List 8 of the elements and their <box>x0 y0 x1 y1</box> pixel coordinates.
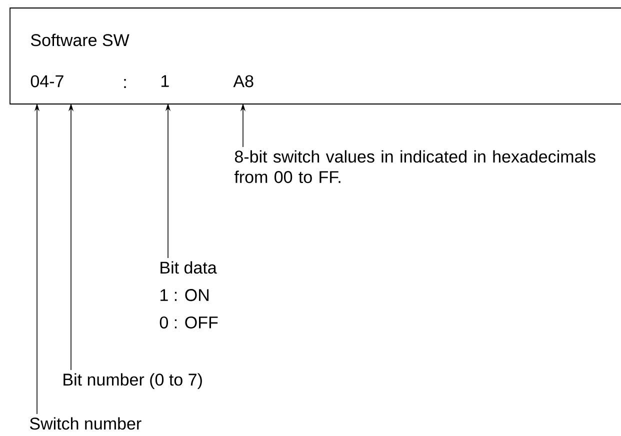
separator-text: : <box>124 79 126 88</box>
annotation-text: Switch number <box>30 417 142 430</box>
value-text: 04-7 <box>30 75 64 88</box>
value-text: A8 <box>233 75 254 88</box>
annotation-text: Bit number (0 to 7) <box>64 373 202 390</box>
annotation-text: Bit data 1 : ON 0 : OFF <box>160 261 218 328</box>
annotation-text: 8-bit switch values in indicated in hexadecimals from 00 to FF. <box>234 150 596 184</box>
value-text: 1 <box>162 75 169 87</box>
